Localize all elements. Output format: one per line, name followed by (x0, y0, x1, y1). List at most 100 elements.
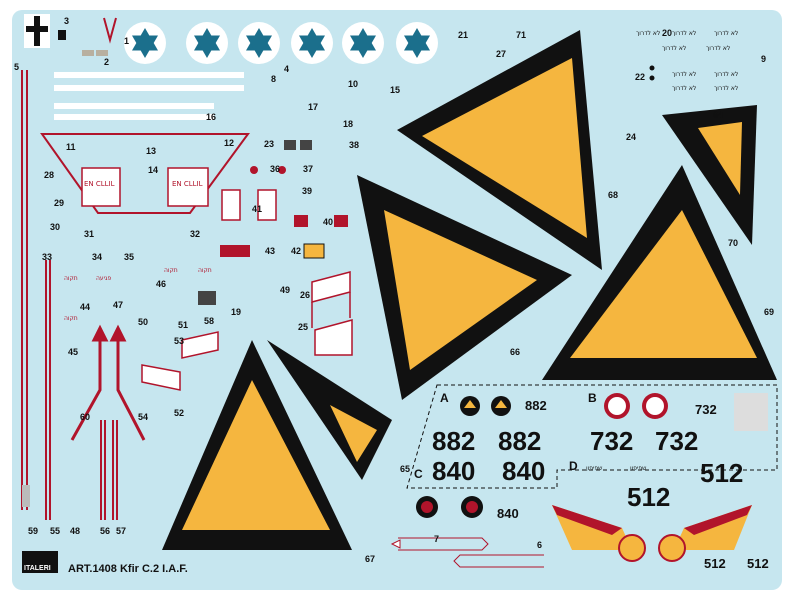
part-number-29: 29 (54, 198, 64, 208)
heb-l-1: תקוה (64, 275, 78, 282)
part-number-9: 9 (761, 54, 766, 64)
part-number-22: 22 (635, 72, 645, 82)
section-b-label: B (588, 391, 597, 405)
part-number-40: 40 (323, 217, 333, 227)
heb-tr-7: לא לדרוך (714, 71, 738, 78)
part-number-39: 39 (302, 186, 312, 196)
part-number-58: 58 (204, 316, 214, 326)
part-number-59: 59 (28, 526, 38, 536)
d-code-small-1: 512 (704, 556, 726, 571)
heb-tr-8: לא לדרוך (672, 85, 696, 92)
heb-tr-3: לא לדרוך (714, 30, 738, 37)
heb-l-2: תקוה (64, 315, 78, 322)
part-number-2: 2 (104, 57, 109, 67)
c-code-2: 840 (502, 456, 545, 486)
part-number-20: 20 (662, 28, 672, 38)
part-number-3: 3 (64, 16, 69, 26)
triangle-68 (397, 30, 602, 270)
part-number-21: 21 (458, 30, 468, 40)
a-code-small: 882 (525, 398, 547, 413)
part-number-8: 8 (271, 74, 276, 84)
part-number-57: 57 (116, 526, 126, 536)
part-number-33: 33 (42, 252, 52, 262)
d-hebrew-2: שפיפון (630, 465, 646, 472)
triangle-64 (662, 105, 757, 245)
d-hebrew-1: שפיפון (586, 465, 602, 472)
part-number-47: 47 (113, 300, 123, 310)
part-number-13: 13 (146, 146, 156, 156)
part-number-50: 50 (138, 317, 148, 327)
part-number-5: 5 (14, 62, 19, 72)
part-number-32: 32 (190, 229, 200, 239)
heb-l-3: פגיעה (96, 275, 111, 282)
part-number-34: 34 (92, 252, 102, 262)
part-number-44: 44 (80, 302, 90, 312)
intake-arrows (390, 537, 544, 568)
svg-text:EN CLLIL: EN CLLIL (172, 180, 203, 188)
part-number-68: 68 (608, 190, 618, 200)
windscreen-panel: EN CLLIL EN CLLIL (40, 133, 250, 214)
a-code-1: 882 (432, 426, 475, 456)
section-d-label: D (569, 459, 578, 473)
italeri-logo: ITALERI (22, 551, 58, 573)
triangle-67 (162, 340, 352, 550)
part-number-35: 35 (124, 252, 134, 262)
part-number-18: 18 (343, 119, 353, 129)
part-number-51: 51 (178, 320, 188, 330)
small-parts-2 (82, 17, 117, 56)
heb-tr-4: לא לדרוך (662, 45, 686, 52)
section-b: B 732 732 732 (588, 391, 717, 456)
part-number-6: 6 (537, 540, 542, 550)
heb-tr-5: לא לדרוך (706, 45, 730, 52)
section-c-label: C (414, 467, 423, 481)
section-a: A 882 882 882 (432, 391, 547, 456)
heb-tr-1: לא לדרוך (636, 30, 660, 37)
part-number-14: 14 (148, 165, 158, 175)
part-number-54: 54 (138, 412, 148, 422)
decal-artwork: EN CLLIL EN CLLIL (14, 14, 778, 575)
d-code-small-2: 512 (747, 556, 769, 571)
part-number-7: 7 (434, 534, 439, 544)
part-number-41: 41 (252, 204, 262, 214)
part-number-16: 16 (206, 112, 216, 122)
triangle-69 (542, 165, 777, 380)
svg-text:EN CLLIL: EN CLLIL (84, 180, 115, 188)
heb-tr-2: לא לדרוך (672, 30, 696, 37)
part-number-19: 19 (231, 307, 241, 317)
hebrew-stencils-top-right: לא לדרוך לא לדרוך לא לדרוך לא לדרוך לא ל… (636, 30, 738, 92)
part-number-11: 11 (66, 142, 76, 152)
cross-symbol (24, 14, 66, 48)
part-number-25: 25 (298, 322, 308, 332)
part-number-53: 53 (174, 336, 184, 346)
triangle-66 (357, 175, 572, 400)
white-stripes (54, 72, 244, 120)
article-code: ART.1408 Kfir C.2 I.A.F. (68, 563, 188, 575)
gear-door-panels (141, 271, 353, 391)
heb-l-5: תקוה (198, 267, 212, 274)
part-number-24: 24 (626, 132, 636, 142)
part-number-30: 30 (50, 222, 60, 232)
part-number-38: 38 (349, 140, 359, 150)
part-number-60: 60 (80, 412, 90, 422)
triangle-65 (267, 340, 392, 480)
part-number-56: 56 (100, 526, 110, 536)
red-stripes-33-34 (45, 260, 118, 520)
section-c: C 840 840 840 (414, 456, 545, 521)
part-number-42: 42 (291, 246, 301, 256)
red-stripes-left (21, 70, 30, 510)
a-code-2: 882 (498, 426, 541, 456)
part-number-45: 45 (68, 347, 78, 357)
part-number-23: 23 (264, 139, 274, 149)
hebrew-stencils-left: תקוה תקוה פגיעה תקוה תקוה (64, 267, 212, 322)
part-number-31: 31 (84, 229, 94, 239)
heb-tr-9: לא לדרוך (714, 85, 738, 92)
part-number-37: 37 (303, 164, 313, 174)
part-number-52: 52 (174, 408, 184, 418)
b-code-1: 732 (590, 426, 633, 456)
part-number-28: 28 (44, 170, 54, 180)
part-number-10: 10 (348, 79, 358, 89)
part-number-65: 65 (400, 464, 410, 474)
b-code-small: 732 (695, 402, 717, 417)
roundel-row (124, 22, 438, 64)
